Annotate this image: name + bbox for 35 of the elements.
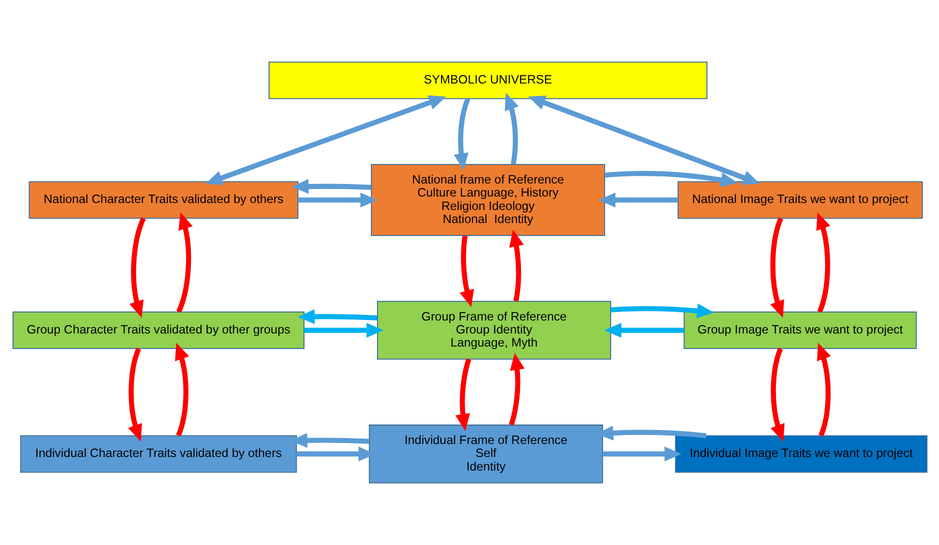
arrow [297, 309, 377, 324]
arrow [454, 358, 471, 431]
arrow [453, 98, 470, 170]
node-box: Individual Frame of Reference Self Identity [368, 424, 603, 484]
arrow [598, 192, 678, 208]
node-box: Individual Image Traits we want to project [674, 435, 927, 473]
arrow [508, 230, 524, 302]
node-box: Group Image Traits we want to project [683, 312, 916, 350]
node-box: Group Character Traits validated by other groups [12, 312, 304, 350]
arrow [304, 322, 383, 338]
arrow [508, 352, 524, 426]
arrow [297, 192, 377, 208]
arrow [504, 92, 518, 164]
node-box: National frame of Reference Culture Language, History Religion Ideology National Identity [370, 164, 605, 236]
arrow [604, 322, 684, 338]
arrow [128, 217, 146, 318]
arrow [770, 348, 784, 442]
arrow [128, 348, 142, 442]
node-box: SYMBOLIC UNIVERSE [268, 62, 707, 100]
arrow [176, 212, 192, 313]
arrow [602, 446, 681, 462]
arrow [174, 342, 188, 436]
arrow [291, 179, 371, 194]
arrow [204, 95, 446, 186]
node-box: Individual Character Traits validated by others [20, 435, 296, 473]
node-box: Group Frame of Reference Group Identity Language, Myth [376, 300, 611, 360]
node-box: National Image Traits we want to project [677, 181, 922, 219]
arrow [528, 96, 760, 185]
node-box: National Character Traits validated by others [28, 181, 298, 219]
arrow [610, 304, 714, 318]
arrow [459, 235, 474, 308]
arrow [604, 170, 738, 188]
arrow [770, 217, 784, 318]
arrow [816, 212, 830, 313]
arrow [816, 342, 830, 436]
